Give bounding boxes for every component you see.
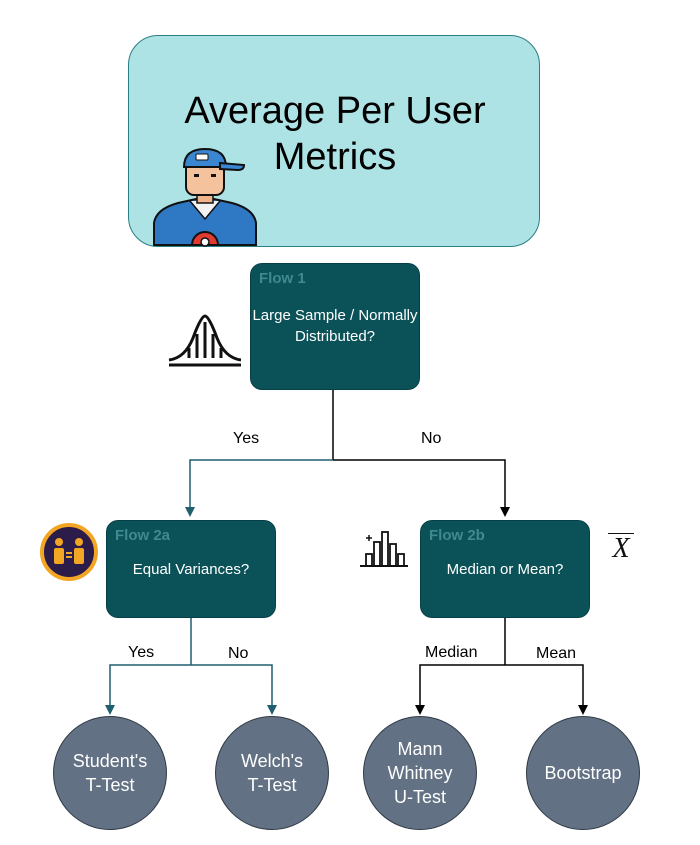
flow2a-question: Equal Variances? (107, 559, 275, 580)
edge-label-no-top: No (421, 430, 441, 448)
edge-label-median: Median (425, 644, 477, 662)
mean-symbol: X (604, 533, 638, 564)
result-students-t-test: Student's T-Test (53, 716, 167, 830)
flow2b-tag: Flow 2b (429, 527, 485, 544)
flow1-question: Large Sample / Normally Distributed? (251, 305, 419, 347)
flow1-tag: Flow 1 (259, 270, 306, 287)
edge-flow2b-mean (505, 665, 583, 710)
edge-flow2a-no (191, 665, 272, 710)
edge-flow2b-median (420, 665, 505, 710)
edge-flow1-yes (190, 460, 333, 512)
edge-label-yes-2a: Yes (128, 644, 154, 662)
people-equal-icon (40, 523, 98, 581)
edge-label-yes-top: Yes (233, 430, 259, 448)
flow2a-box: Flow 2a Equal Variances? (106, 520, 276, 618)
edge-label-mean: Mean (536, 645, 576, 663)
result-mann-whitney: Mann Whitney U-Test (363, 716, 477, 830)
mean-symbol-letter: X (604, 534, 638, 564)
edge-flow2a-yes (110, 665, 191, 710)
flow1-box: Flow 1 Large Sample / Normally Distribut… (250, 263, 420, 390)
flow2a-tag: Flow 2a (115, 527, 170, 544)
result-welchs-t-test: Welch's T-Test (215, 716, 329, 830)
edge-flow1-no (333, 460, 505, 512)
result-bootstrap: Bootstrap (526, 716, 640, 830)
histogram-icon (358, 528, 410, 570)
bell-curve-icon (167, 312, 243, 368)
edge-label-no-2a: No (228, 645, 248, 663)
flow2b-box: Flow 2b Median or Mean? (420, 520, 590, 618)
flow2b-question: Median or Mean? (421, 559, 589, 580)
user-cap-icon (150, 145, 260, 247)
